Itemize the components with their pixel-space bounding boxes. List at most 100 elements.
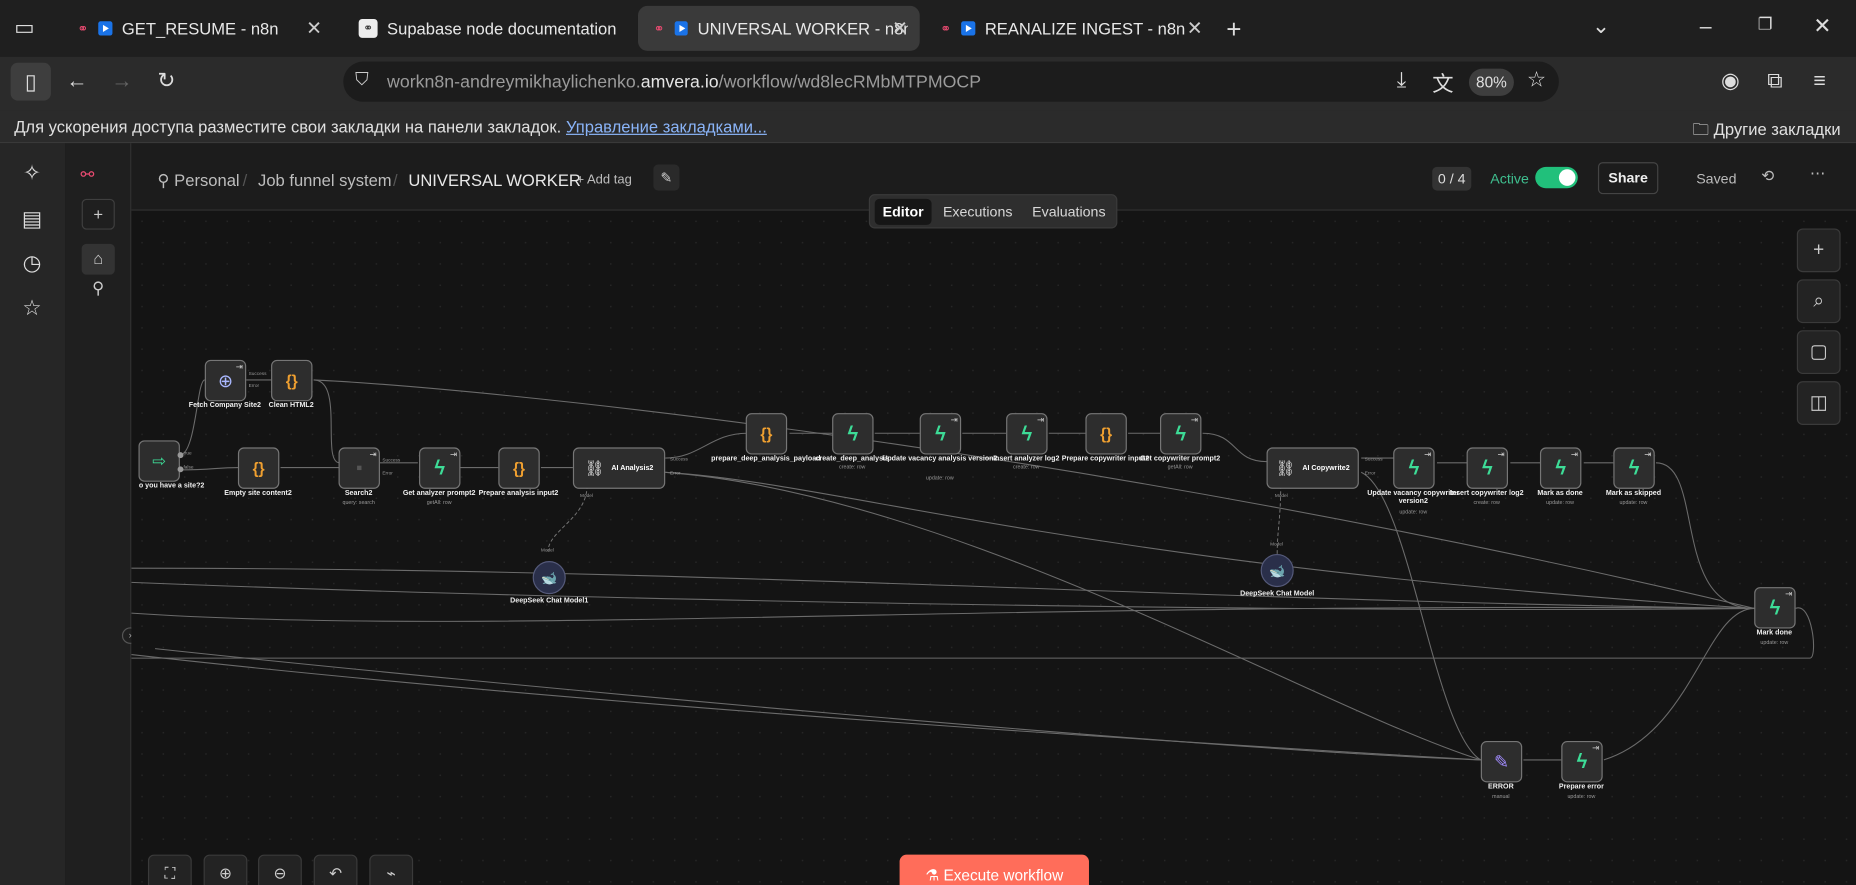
node-prepare-analysis-input[interactable]: {}	[498, 447, 540, 489]
node-deepseek-model-1[interactable]: 🐋	[532, 561, 566, 595]
manage-bookmarks-link[interactable]: Управление закладками...	[565, 117, 767, 137]
node-create-deep-analysis[interactable]: ϟ	[832, 413, 874, 455]
node-deepseek-model[interactable]: 🐋	[1260, 553, 1294, 588]
zoom-out-button[interactable]: ⊖	[258, 854, 302, 885]
tab-search-icon[interactable]: ⌄	[1592, 14, 1610, 38]
node-label: Get copywriter prompt2	[1140, 455, 1221, 463]
translate-icon[interactable]: 文	[1432, 72, 1454, 96]
create-icon[interactable]: +	[81, 198, 115, 230]
tab-get-resume[interactable]: ⚭ GET_RESUME - n8n ✕	[62, 6, 334, 51]
output-port[interactable]	[177, 466, 184, 473]
node-get-copywriter-prompt[interactable]: ϟ⇥	[1159, 413, 1202, 455]
close-window-icon[interactable]: ✕	[1813, 14, 1832, 38]
add-node-button[interactable]: +	[1796, 228, 1841, 273]
sticky-note-button[interactable]: ▢	[1796, 330, 1841, 375]
zoom-in-button[interactable]: ⊕	[203, 854, 248, 885]
node-mark-as-skipped[interactable]: ϟ⇥	[1613, 447, 1655, 489]
share-button[interactable]: Share	[1597, 162, 1659, 195]
tab-title: GET_RESUME - n8n	[121, 18, 279, 38]
node-empty-site-content[interactable]: {}	[237, 447, 280, 489]
install-icon[interactable]: ⤓	[1396, 67, 1407, 92]
node-update-vacancy-copywriter[interactable]: ϟ⇥	[1393, 447, 1435, 489]
node-insert-copywriter-log[interactable]: ϟ⇥	[1466, 447, 1508, 489]
close-icon[interactable]: ✕	[306, 18, 322, 40]
node-ai-copywrite[interactable]: ⛓AI Copywrite2	[1266, 447, 1359, 489]
node-error[interactable]: ✎	[1480, 740, 1523, 783]
tidy-up-button[interactable]: ⌁	[369, 854, 414, 885]
node-ai-analysis[interactable]: ⛓AI Analysis2	[572, 447, 666, 489]
bookmarks-hint: Для ускорения доступа разместите свои за…	[14, 117, 562, 137]
node-insert-analyzer-log[interactable]: ϟ⇥	[1006, 413, 1048, 455]
connection	[131, 654, 1481, 761]
tab-editor[interactable]: Editor	[874, 198, 932, 225]
tab-actions-icon[interactable]: ▭	[14, 15, 35, 40]
close-icon[interactable]: ✕	[892, 18, 908, 40]
breadcrumb-project[interactable]: Job funnel system	[258, 170, 392, 190]
tab-reanalize-ingest[interactable]: ⚭ REANALIZE INGEST - n8n ✕	[924, 6, 1214, 51]
close-icon[interactable]: ✕	[1186, 18, 1203, 40]
menu-icon[interactable]: ≡	[1813, 68, 1826, 93]
ai-sparkle-icon[interactable]: ✧	[23, 160, 41, 185]
more-options-icon[interactable]: ⋯	[1809, 164, 1826, 183]
browser-side-panel: ✧ ▤ ◷ ☆	[0, 143, 66, 885]
address-bar: ▯ ← → ↻ ⛉ workn8n-andreymikhaylichenko.a…	[0, 56, 1856, 111]
favorites-icon[interactable]: ☆	[22, 295, 42, 320]
tab-supabase-docs[interactable]: ⚭ Supabase node documentation	[347, 6, 633, 51]
reload-icon[interactable]: ↻	[157, 68, 176, 93]
node-clean-html[interactable]: {}	[271, 359, 313, 402]
restore-icon[interactable]: ❐	[1757, 14, 1773, 34]
supabase-bolt-icon: ϟ	[847, 421, 859, 445]
tab-universal-worker[interactable]: ⚭ UNIVERSAL WORKER - n8n ✕	[637, 5, 920, 51]
collections-icon[interactable]: ▤	[21, 207, 43, 231]
code-icon: {}	[513, 459, 526, 478]
personal-icon[interactable]: ⚲	[92, 278, 105, 298]
tab-executions[interactable]: Executions	[942, 203, 1013, 221]
tab-evaluations[interactable]: Evaluations	[1032, 203, 1106, 221]
tab-title: UNIVERSAL WORKER - n8n	[697, 18, 908, 38]
node-get-analyzer-prompt[interactable]: ϟ⇥	[419, 447, 461, 489]
node-prepare-copywriter-input[interactable]: {}	[1085, 413, 1127, 455]
minimize-icon[interactable]: –	[1699, 14, 1712, 38]
port-label: true	[183, 449, 192, 456]
node-mark-as-done[interactable]: ϟ⇥	[1539, 447, 1582, 489]
sidebar-toggle-icon[interactable]: ▯	[10, 62, 51, 101]
zoom-badge[interactable]: 80%	[1468, 68, 1514, 96]
view-switcher: Editor Executions Evaluations	[868, 194, 1118, 229]
model-connection	[1276, 485, 1282, 554]
add-tag-button[interactable]: + Add tag	[576, 172, 632, 188]
panel-icon: ◫	[1809, 392, 1828, 414]
breadcrumb-personal[interactable]: ⚲ Personal	[157, 170, 239, 190]
undo-button[interactable]: ↶	[313, 854, 358, 885]
n8n-logo-icon[interactable]: ⚯	[80, 164, 95, 184]
home-icon[interactable]: ⌂	[81, 243, 115, 275]
fit-view-button[interactable]: ⛶	[147, 854, 192, 885]
node-prepare-error[interactable]: ϟ⇥	[1561, 740, 1603, 783]
back-icon[interactable]: ←	[66, 68, 88, 93]
node-update-vacancy-analysis[interactable]: ϟ⇥	[919, 413, 962, 455]
other-bookmarks[interactable]: 🗀 Другие закладки	[1692, 117, 1840, 145]
workflow-title[interactable]: UNIVERSAL WORKER	[408, 170, 581, 190]
toggle-panel-button[interactable]: ◫	[1796, 381, 1841, 425]
node-search[interactable]: ▪⇥	[338, 447, 380, 489]
node-prepare-deep-analysis-payload[interactable]: {}	[745, 413, 788, 455]
profile-icon[interactable]: ◉	[1721, 68, 1740, 93]
search-nodes-button[interactable]: ⌕	[1796, 279, 1841, 324]
version-history-icon[interactable]: ⟲	[1761, 166, 1775, 185]
bookmark-star-icon[interactable]: ☆	[1526, 67, 1547, 92]
node-mark-done[interactable]: ϟ⇥	[1754, 587, 1796, 629]
history-icon[interactable]: ◷	[22, 250, 42, 275]
node-subtitle: getAll: row	[426, 499, 452, 506]
site-info-icon[interactable]: ⛉	[355, 69, 369, 90]
url-field[interactable]: ⛉ workn8n-andreymikhaylichenko.amvera.io…	[343, 61, 1559, 102]
new-tab-icon[interactable]: +	[1226, 14, 1242, 44]
active-toggle[interactable]	[1535, 166, 1578, 189]
node-fetch-company-site[interactable]: ⊕⇥	[204, 359, 247, 402]
fit-view-icon: ⛶	[164, 864, 176, 882]
extensions-icon[interactable]: ⧉	[1767, 68, 1783, 93]
globe-icon: ⊕	[218, 371, 233, 392]
node-if-site[interactable]: ⇨	[138, 440, 180, 482]
execute-workflow-button[interactable]: ⚗ Execute workflow	[899, 854, 1089, 885]
output-port[interactable]	[177, 452, 184, 459]
edit-description-icon[interactable]: ✎	[653, 164, 680, 191]
trigger-arrow-icon: ⇥	[235, 363, 243, 372]
